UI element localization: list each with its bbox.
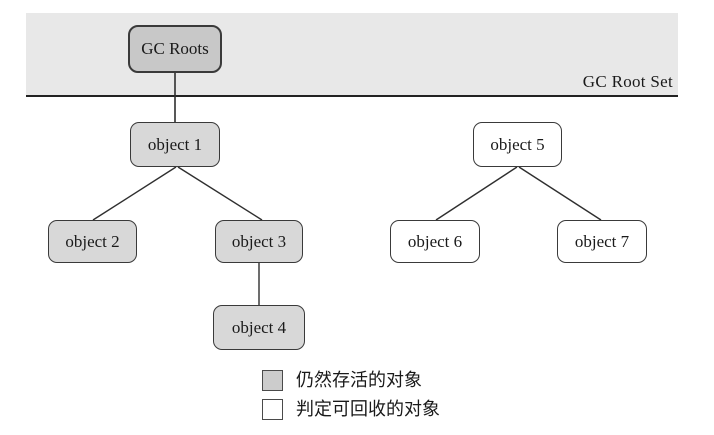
legend-alive-swatch	[262, 369, 283, 391]
node-object-6-label: object 6	[407, 231, 463, 251]
node-object-3-label: object 3	[231, 231, 287, 251]
node-object-7: object 7	[557, 220, 647, 263]
edge-object5-object6	[435, 166, 518, 221]
gc-root-set-region: GC Root Set	[26, 13, 678, 97]
node-object-1-label: object 1	[147, 134, 203, 154]
legend-row-alive: 仍然存活的对象	[262, 369, 422, 391]
edge-object1-object2	[92, 166, 177, 221]
node-gc-roots: GC Roots	[128, 25, 222, 73]
legend-alive-label: 仍然存活的对象	[296, 370, 422, 390]
legend-recyclable-label: 判定可回收的对象	[296, 399, 440, 419]
node-object-6: object 6	[390, 220, 480, 263]
node-gc-roots-label: GC Roots	[141, 39, 209, 58]
node-object-4-label: object 4	[231, 317, 287, 337]
node-object-4: object 4	[213, 305, 305, 350]
node-object-3: object 3	[215, 220, 303, 263]
node-object-2-label: object 2	[65, 231, 120, 251]
edge-object1-object3	[177, 166, 263, 221]
node-object-7-label: object 7	[574, 231, 630, 251]
legend-recyclable-swatch	[262, 398, 283, 420]
node-object-1: object 1	[130, 122, 220, 167]
node-object-2: object 2	[48, 220, 137, 263]
gc-root-set-label: GC Root Set	[582, 72, 673, 91]
node-object-5: object 5	[473, 122, 562, 167]
legend-row-recyclable: 判定可回收的对象	[262, 398, 440, 420]
edge-object5-object7	[518, 166, 602, 221]
node-object-5-label: object 5	[490, 134, 545, 154]
